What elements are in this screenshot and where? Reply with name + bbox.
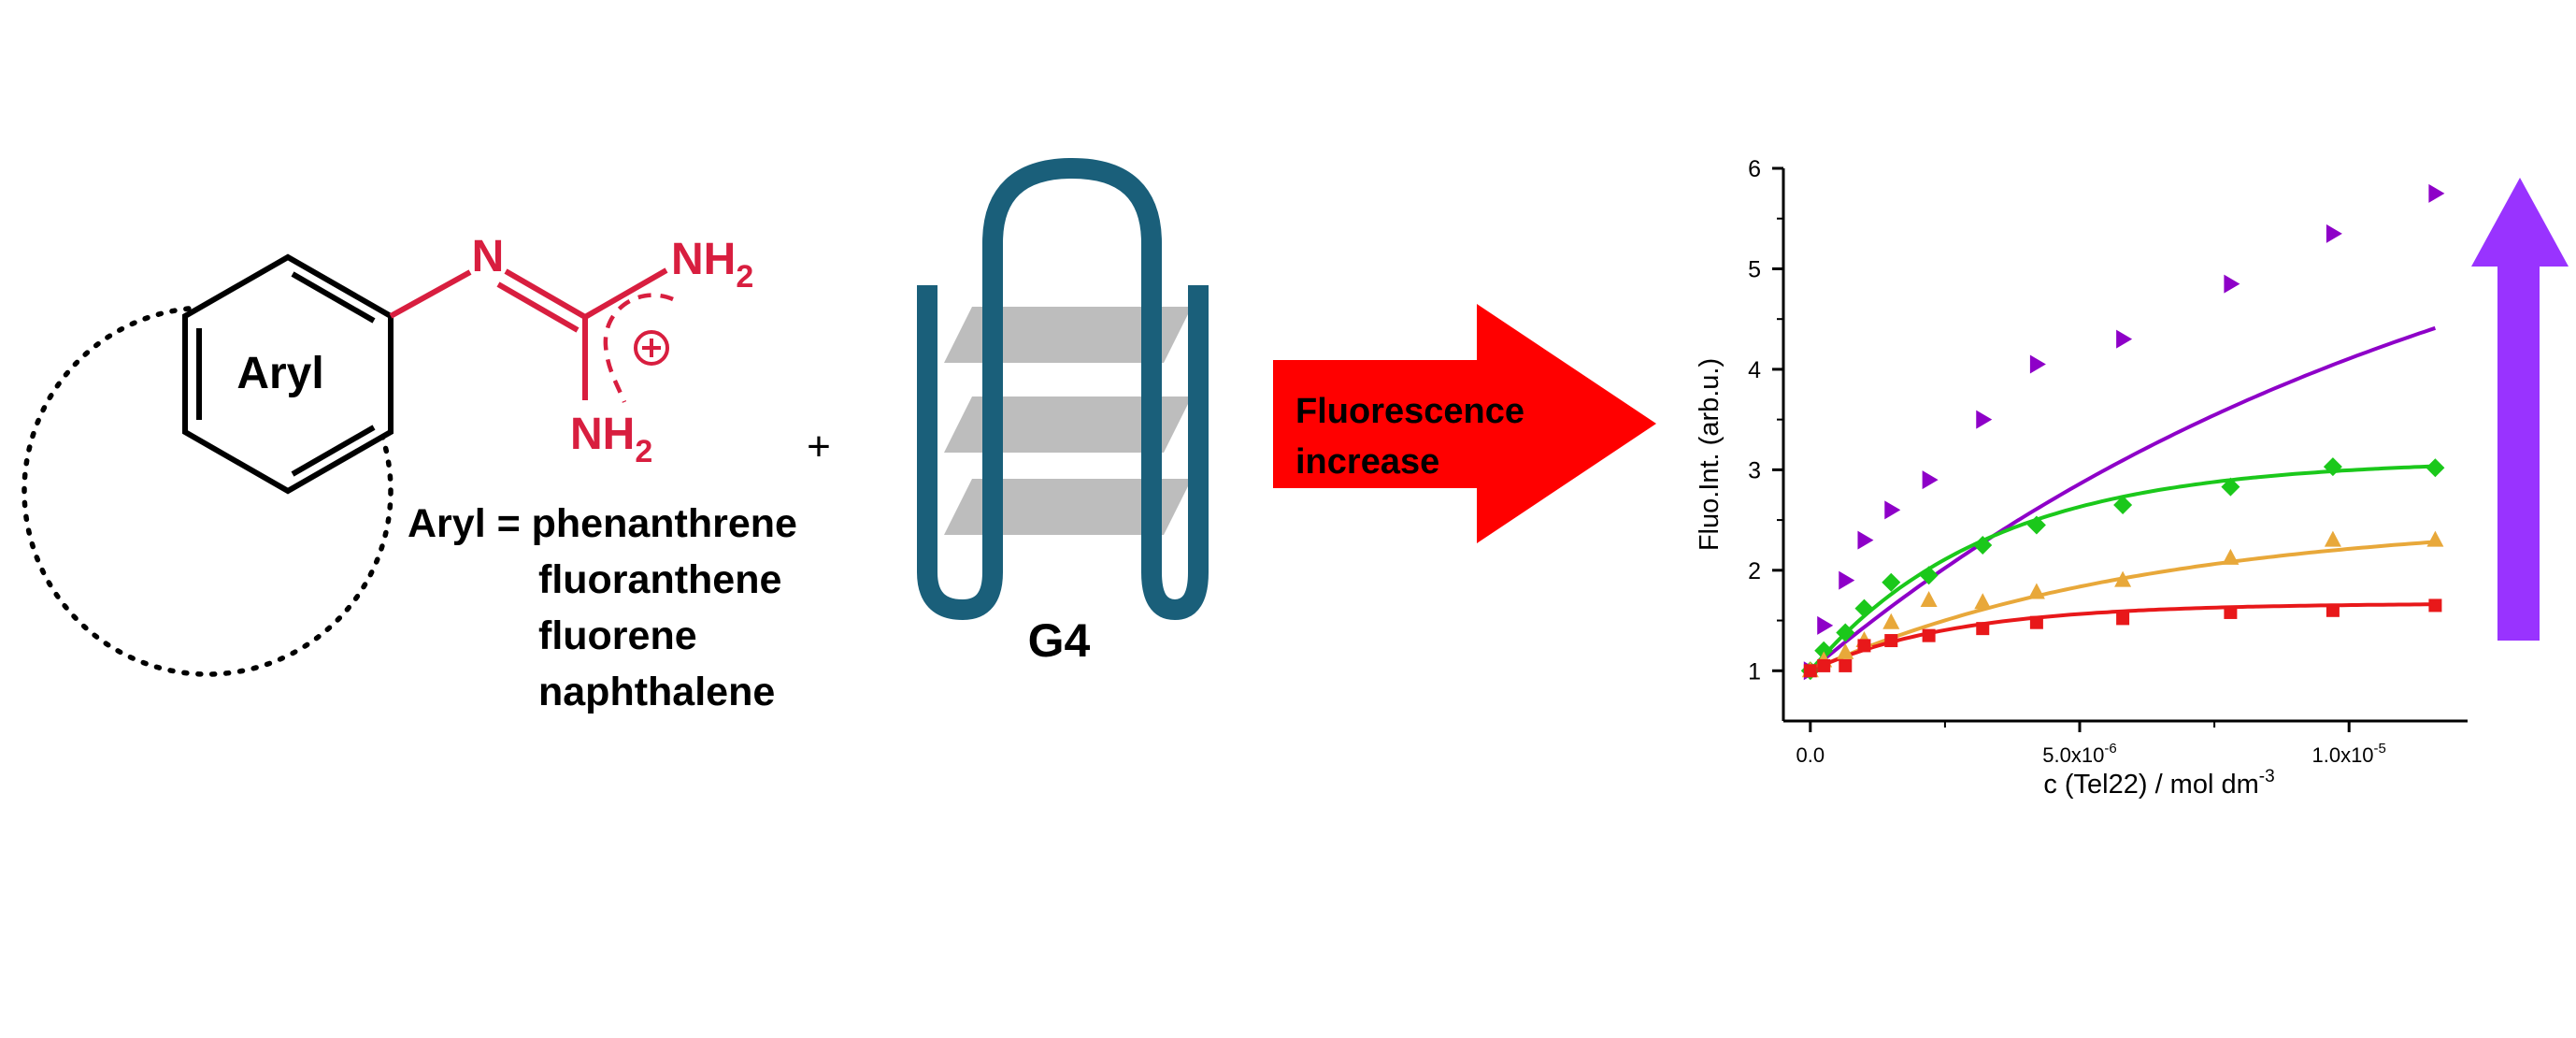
y-tick-label: 3 (1748, 457, 1761, 483)
data-point-series-1 (1922, 470, 1939, 490)
g4-label: G4 (1028, 614, 1091, 667)
positive-charge-icon (634, 330, 669, 366)
chart-data-points (1800, 183, 2445, 681)
chart-axes (1782, 168, 2468, 723)
data-point-series-2 (1836, 623, 1855, 642)
data-point-series-4 (2224, 605, 2238, 619)
y-tick-label: 4 (1748, 357, 1761, 383)
aryl-option-fluorene: fluorene (538, 613, 697, 658)
data-point-series-4 (1922, 628, 1936, 642)
plus-operator: + (807, 424, 831, 469)
g4-strand (917, 158, 1209, 620)
aryl-guanidinium-molecule: Aryl N NH2 NH2 Aryl = phenanthrene fluor… (21, 232, 797, 714)
ring-double-bond (291, 271, 376, 324)
data-point-series-4 (1803, 664, 1817, 678)
data-point-series-1 (2116, 329, 2133, 349)
data-point-series-3 (2426, 530, 2444, 547)
data-point-series-2 (1882, 572, 1901, 592)
data-point-series-3 (1920, 591, 1938, 608)
x-tick-label: 0.0 (1796, 743, 1825, 767)
nh2-bottom-label: NH2 (570, 410, 652, 469)
red-arrow-shape (1273, 304, 1656, 543)
g-tetrad-top (944, 307, 1192, 363)
data-point-series-4 (2326, 603, 2340, 617)
double-bond-n-c (504, 268, 587, 320)
purple-up-arrow (2471, 178, 2569, 641)
delocalization-dashed-arc (603, 293, 674, 403)
data-point-series-1 (1884, 500, 1901, 520)
bond-ring-to-n (389, 269, 472, 319)
data-point-series-3 (2222, 548, 2240, 565)
data-point-series-2 (2426, 458, 2445, 478)
data-point-series-2 (1854, 598, 1874, 618)
data-point-series-2 (2323, 457, 2342, 477)
chart-ticks: 1 2 3 4 5 6 0.0 5.0x10-6 1.0x10-5 (1748, 156, 2386, 767)
fit-curve-series-1 (1809, 325, 2437, 672)
data-point-series-4 (1884, 634, 1898, 648)
fluorescence-increase-arrow: Fluorescence increase (1273, 304, 1656, 543)
g-tetrad-middle (944, 396, 1192, 453)
arrow-text-line2: increase (1295, 442, 1439, 482)
double-bond-n-c (496, 281, 580, 333)
data-point-series-4 (2116, 612, 2130, 626)
data-point-series-1 (2428, 183, 2445, 203)
data-point-series-3 (1974, 593, 1992, 610)
data-point-series-4 (1817, 658, 1831, 672)
y-tick-label: 2 (1748, 558, 1761, 584)
data-point-series-2 (1919, 566, 1939, 585)
data-point-series-3 (1837, 642, 1854, 659)
data-point-series-2 (2113, 495, 2133, 514)
y-axis-title: Fluo.Int. (arb.u.) (1695, 358, 1724, 551)
ring-double-bond (291, 425, 376, 477)
y-tick-label: 5 (1748, 256, 1761, 282)
data-point-series-2 (2026, 515, 2046, 535)
data-point-series-1 (1817, 615, 1834, 635)
data-point-series-1 (1857, 530, 1874, 550)
data-point-series-3 (2324, 530, 2341, 547)
data-point-series-1 (1976, 410, 1993, 429)
guanidinium-group (389, 267, 674, 403)
data-point-series-2 (1814, 641, 1834, 660)
g-tetrad-bottom (944, 479, 1192, 535)
data-point-series-3 (1882, 613, 1900, 629)
bond-c-nh2-top (583, 267, 668, 320)
aryl-option-fluoranthene: fluoranthene (538, 557, 781, 602)
aryl-definition-label: Aryl = phenanthrene (408, 501, 797, 546)
aryl-core-label: Aryl (236, 349, 323, 398)
data-point-series-1 (1839, 570, 1855, 590)
data-point-series-4 (2428, 598, 2442, 613)
x-axis-title: c (Tel22) / mol dm-3 (2043, 767, 2274, 800)
aryl-option-naphthalene: naphthalene (538, 670, 775, 714)
data-point-series-1 (2326, 223, 2342, 243)
data-point-series-2 (2221, 477, 2240, 497)
data-point-series-4 (1839, 658, 1853, 672)
data-point-series-1 (2029, 354, 2046, 374)
g-quadruplex-icon: G4 (917, 158, 1209, 667)
data-point-series-1 (2224, 274, 2240, 294)
data-point-series-2 (1973, 535, 1993, 555)
nh2-top-label: NH2 (671, 235, 753, 295)
arrow-text-line1: Fluorescence (1295, 392, 1524, 431)
x-tick-label: 5.0x10-6 (2042, 741, 2116, 767)
y-tick-label: 6 (1748, 156, 1761, 182)
titration-chart: 1 2 3 4 5 6 0.0 5.0x10-6 1.0x10-5 Fluo.Int. (arb… (1695, 156, 2468, 800)
data-point-series-4 (1857, 639, 1871, 653)
x-tick-label: 1.0x10-5 (2311, 741, 2385, 767)
data-point-series-4 (1976, 622, 1990, 636)
data-point-series-3 (2027, 583, 2045, 599)
data-point-series-4 (2029, 615, 2043, 629)
data-point-series-3 (2114, 570, 2132, 587)
n-atom-label: N (472, 232, 505, 281)
y-tick-label: 1 (1748, 658, 1761, 685)
aryl-extension-dotted-circle (21, 305, 394, 677)
